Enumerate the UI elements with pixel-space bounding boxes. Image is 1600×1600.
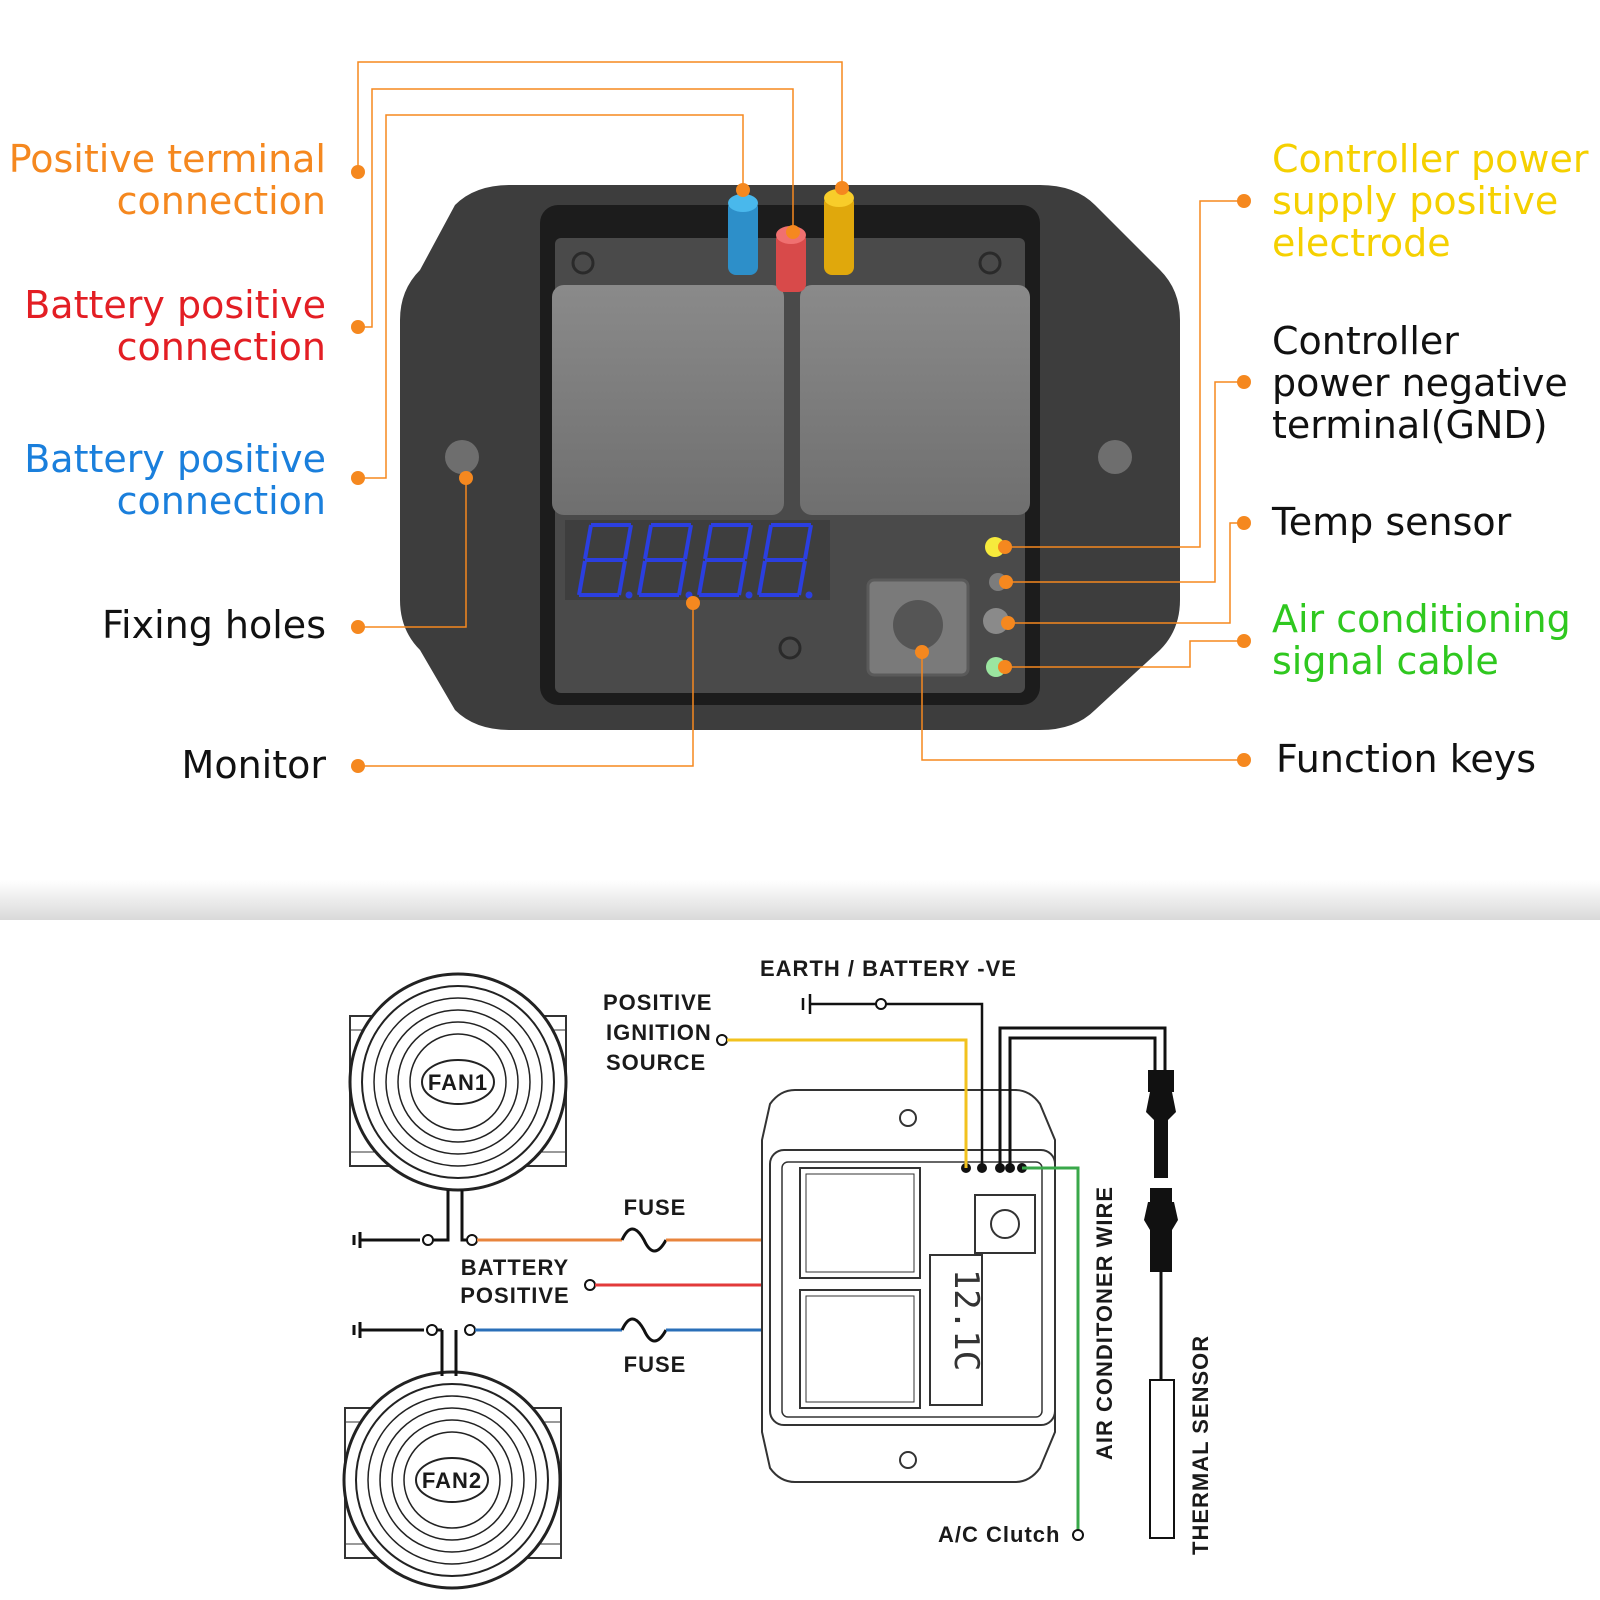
segment	[683, 524, 693, 560]
decimal-point	[625, 591, 633, 599]
segment	[583, 524, 593, 560]
segment	[677, 560, 687, 596]
segment	[797, 560, 807, 596]
pin-power-positive	[985, 537, 1005, 557]
fuse-bottom-symbol	[620, 1317, 668, 1343]
ac-wire-label: AIR CONDITONER WIRE	[1092, 1186, 1117, 1460]
fan2	[342, 1370, 562, 1590]
ac-clutch-label: A/C Clutch	[938, 1522, 1060, 1547]
segment	[737, 560, 747, 596]
fan1-label: FAN1	[428, 1070, 488, 1095]
seven-segment-digits	[577, 523, 813, 599]
segment	[743, 524, 753, 560]
callout-function-keys: Function keys	[1276, 737, 1536, 781]
decimal-point	[805, 591, 813, 599]
leader-lines	[357, 61, 1244, 767]
callout-fixing-holes: Fixing holes	[102, 603, 326, 647]
controller-unit	[400, 185, 1180, 730]
wire-earth	[801, 994, 984, 1168]
fuse-top-label: FUSE	[624, 1195, 687, 1220]
function-key[interactable]	[866, 578, 970, 677]
terminal-blue	[728, 194, 758, 275]
wiring-diagram: FAN1 FAN2	[342, 956, 1213, 1590]
segment	[617, 560, 627, 596]
controller-outline: 12.1C	[761, 1089, 1056, 1483]
fixing-hole-left	[445, 440, 479, 474]
relay-left	[552, 285, 784, 515]
section-separator	[0, 880, 1600, 920]
relay-right	[800, 285, 1030, 515]
leader-dots	[351, 165, 1251, 773]
segment	[803, 524, 813, 560]
wire-ignition	[727, 1038, 968, 1168]
fuse-bottom-label: FUSE	[624, 1352, 687, 1377]
pin-temp-sensor	[983, 608, 1009, 634]
segment	[623, 524, 633, 560]
decimal-point	[745, 591, 753, 599]
segment	[763, 524, 773, 560]
segment	[643, 524, 653, 560]
segment	[577, 560, 587, 596]
segment	[703, 524, 713, 560]
fan1	[348, 972, 568, 1192]
earth-label: EARTH / BATTERY -VE	[760, 956, 1017, 981]
segment	[757, 560, 767, 596]
segment	[637, 560, 647, 596]
terminal-yellow	[824, 189, 854, 275]
thermal-sensor-label: THERMAL SENSOR	[1188, 1335, 1213, 1555]
callout-monitor: Monitor	[182, 743, 327, 787]
fixing-hole-right	[1098, 440, 1132, 474]
display-readout: 12.1C	[946, 1269, 986, 1371]
wire-ac	[1022, 1166, 1080, 1530]
fan2-label: FAN2	[422, 1468, 482, 1493]
callout-temp-sensor: Temp sensor	[1271, 500, 1512, 544]
fuse-top-symbol	[620, 1227, 668, 1253]
segment	[697, 560, 707, 596]
thermal-connector	[1144, 1070, 1178, 1539]
